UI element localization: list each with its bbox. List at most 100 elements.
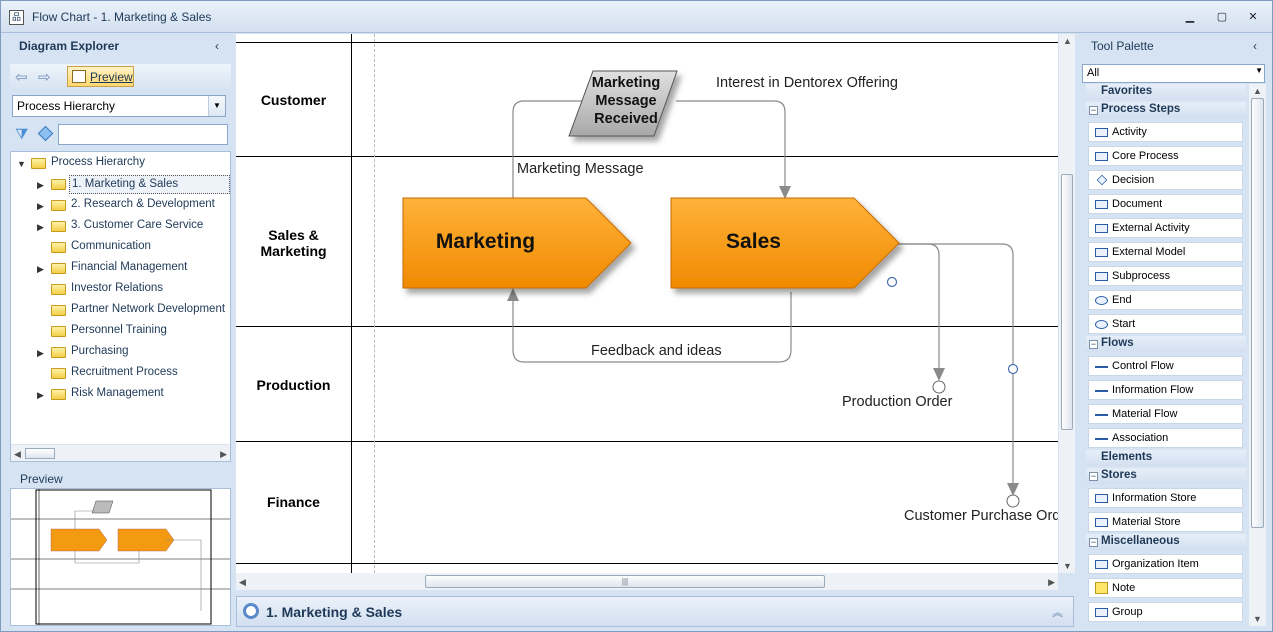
arrowhead xyxy=(779,186,791,199)
palette-group-header[interactable]: −Process Steps xyxy=(1086,102,1246,118)
tree-expander-icon[interactable]: ▼ xyxy=(17,159,26,169)
tree-expander-icon[interactable]: ▶ xyxy=(37,222,44,232)
title-bar: 品 Flow Chart - 1. Marketing & Sales ▁ ▢ … xyxy=(1,1,1272,33)
tree-item[interactable]: Risk Management xyxy=(71,387,164,399)
info-marker-icon xyxy=(1007,363,1019,375)
scroll-right-icon[interactable]: ▶ xyxy=(220,449,227,459)
tree-item[interactable]: 2. Research & Development xyxy=(71,198,215,210)
collapse-left-icon[interactable]: ‹ xyxy=(215,39,219,53)
palette-item[interactable]: Document xyxy=(1088,194,1243,214)
palette-group-header[interactable]: −Flows xyxy=(1086,336,1246,352)
sales-shape-label[interactable]: Sales xyxy=(726,230,781,253)
tree-item[interactable]: Purchasing xyxy=(71,345,129,357)
close-button[interactable]: ✕ xyxy=(1248,11,1258,23)
tree-item[interactable]: Recruitment Process xyxy=(71,366,178,378)
palette-item[interactable]: Information Store xyxy=(1088,488,1243,508)
interest-label: Interest in Dentorex Offering xyxy=(716,75,898,91)
collapse-group-icon[interactable]: − xyxy=(1089,339,1098,349)
palette-group-header[interactable]: −Stores xyxy=(1086,468,1246,484)
canvas-vertical-scrollbar[interactable]: ▲ ▼ xyxy=(1059,34,1075,573)
palette-item[interactable]: External Activity xyxy=(1088,218,1243,238)
chevron-down-icon[interactable]: ▼ xyxy=(1255,66,1263,75)
customer-purchase-endpoint xyxy=(1006,494,1020,508)
palette-item[interactable]: Note xyxy=(1088,578,1243,598)
message-shape-label[interactable]: Marketing Message Received xyxy=(591,75,661,127)
scroll-down-icon[interactable]: ▼ xyxy=(1253,614,1262,624)
palette-group-header[interactable]: Elements xyxy=(1086,450,1246,466)
palette-item[interactable]: Decision xyxy=(1088,170,1243,190)
folder-icon xyxy=(31,158,46,169)
tree-expander-icon[interactable]: ▶ xyxy=(37,201,44,211)
tree-item[interactable]: 3. Customer Care Service xyxy=(71,219,204,231)
tree-expander-icon[interactable]: ▶ xyxy=(37,180,44,190)
palette-shape-icon xyxy=(1095,582,1108,594)
scroll-left-icon[interactable]: ◀ xyxy=(239,577,246,587)
palette-group-header[interactable]: Favorites xyxy=(1086,84,1246,100)
palette-item[interactable]: Control Flow xyxy=(1088,356,1243,376)
chevron-down-icon[interactable]: ▼ xyxy=(208,96,225,116)
scroll-up-icon[interactable]: ▲ xyxy=(1063,36,1072,46)
palette-group-header[interactable]: −Miscellaneous xyxy=(1086,534,1246,550)
tree-expander-icon[interactable]: ▶ xyxy=(37,264,44,274)
palette-item[interactable]: External Model xyxy=(1088,242,1243,262)
marketing-shape-label[interactable]: Marketing xyxy=(435,230,536,253)
palette-item[interactable]: Organization Item xyxy=(1088,554,1243,574)
palette-item[interactable]: End xyxy=(1088,290,1243,310)
palette-scroll-thumb[interactable] xyxy=(1251,98,1264,528)
tree-scroll-thumb[interactable] xyxy=(25,448,55,459)
scroll-down-icon[interactable]: ▼ xyxy=(1063,561,1072,571)
preview-button[interactable]: Preview xyxy=(67,66,134,87)
palette-item[interactable]: Material Flow xyxy=(1088,404,1243,424)
collapse-right-icon[interactable]: ‹ xyxy=(1253,39,1257,53)
canvas-hscroll-thumb[interactable]: ||| xyxy=(425,575,825,588)
palette-item[interactable]: Material Store xyxy=(1088,512,1243,532)
folder-icon xyxy=(51,200,66,211)
scroll-left-icon[interactable]: ◀ xyxy=(14,449,21,459)
filter-icon[interactable]: ⧩ xyxy=(15,126,29,143)
canvas-vscroll-thumb[interactable] xyxy=(1061,174,1073,430)
palette-item-label: Activity xyxy=(1112,126,1147,138)
tree-item[interactable]: Financial Management xyxy=(71,261,188,273)
tree-item[interactable]: Investor Relations xyxy=(71,282,164,294)
hierarchy-combo[interactable]: Process Hierarchy ▼ xyxy=(12,95,226,117)
palette-item[interactable]: Activity xyxy=(1088,122,1243,142)
palette-scrollbar[interactable]: ▲ ▼ xyxy=(1249,84,1266,626)
expand-up-icon[interactable]: ︽ xyxy=(1052,607,1063,619)
tree-horizontal-scrollbar[interactable]: ◀ ▶ xyxy=(11,444,230,461)
filter-input[interactable] xyxy=(58,124,228,145)
palette-item-label: Decision xyxy=(1112,174,1155,186)
minimize-button[interactable]: ▁ xyxy=(1185,11,1195,23)
tree-expander-icon[interactable]: ▶ xyxy=(37,390,44,400)
tree-item[interactable]: Personnel Training xyxy=(71,324,167,336)
palette-item[interactable]: Information Flow xyxy=(1088,380,1243,400)
tree-item[interactable]: Partner Network Development xyxy=(71,303,226,315)
tree-item[interactable]: Process Hierarchy xyxy=(51,156,145,168)
production-order-label: Production Order xyxy=(842,394,953,410)
palette-item-label: Core Process xyxy=(1112,150,1179,162)
collapse-group-icon[interactable]: − xyxy=(1089,471,1098,481)
arrowhead xyxy=(1007,483,1019,496)
diamond-icon[interactable] xyxy=(37,125,54,142)
process-tree: ◀ ▶ ▼ Process Hierarchy ▶ 1. Marketing & Sa… xyxy=(10,151,231,462)
diagram-canvas[interactable]: Customer Sales & Marketing Production Fi… xyxy=(236,34,1058,573)
palette-item[interactable]: Association xyxy=(1088,428,1243,448)
tree-item[interactable]: Communication xyxy=(71,240,151,252)
palette-filter-combo[interactable]: All ▼ xyxy=(1082,64,1265,83)
collapse-group-icon[interactable]: − xyxy=(1089,105,1098,115)
maximize-button[interactable]: ▢ xyxy=(1216,11,1228,23)
tree-expander-icon[interactable]: ▶ xyxy=(37,348,44,358)
canvas-horizontal-scrollbar[interactable]: ◀ ||| ▶ xyxy=(236,573,1058,590)
preview-thumbnail[interactable] xyxy=(10,488,231,626)
back-arrow-icon[interactable]: ⇦ xyxy=(15,69,28,86)
scroll-up-icon[interactable]: ▲ xyxy=(1253,86,1262,96)
palette-item[interactable]: Start xyxy=(1088,314,1243,334)
palette-item[interactable]: Group xyxy=(1088,602,1243,622)
palette-item[interactable]: Core Process xyxy=(1088,146,1243,166)
scroll-right-icon[interactable]: ▶ xyxy=(1048,577,1055,587)
lane-finance-label: Finance xyxy=(267,494,320,510)
collapse-group-icon[interactable]: − xyxy=(1089,537,1098,547)
forward-arrow-icon[interactable]: ⇨ xyxy=(38,69,51,86)
tree-item[interactable]: 1. Marketing & Sales xyxy=(69,175,230,194)
palette-item[interactable]: Subprocess xyxy=(1088,266,1243,286)
